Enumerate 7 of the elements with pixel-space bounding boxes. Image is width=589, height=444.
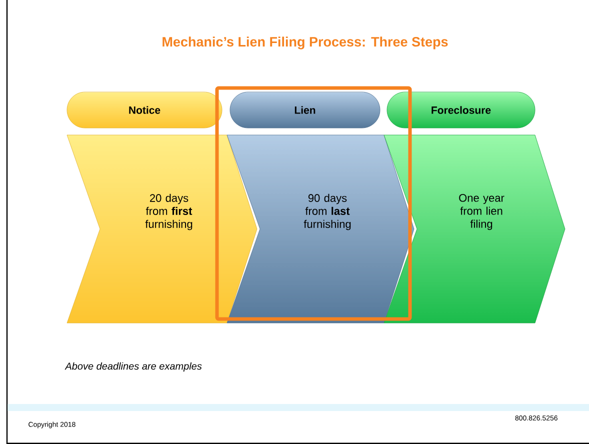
step-pill: Lien: [230, 92, 380, 128]
note: Above deadlines are examples: [64, 362, 202, 372]
step-panel: One year from lien filing: [384, 134, 566, 324]
step-pill: Notice: [66, 92, 222, 128]
title: Mechanic’s Lien Filing Process: Three Steps: [162, 36, 448, 50]
step-pill: Foreclosure: [386, 92, 536, 128]
step-panel: 20 days from first furnishing: [66, 134, 258, 324]
